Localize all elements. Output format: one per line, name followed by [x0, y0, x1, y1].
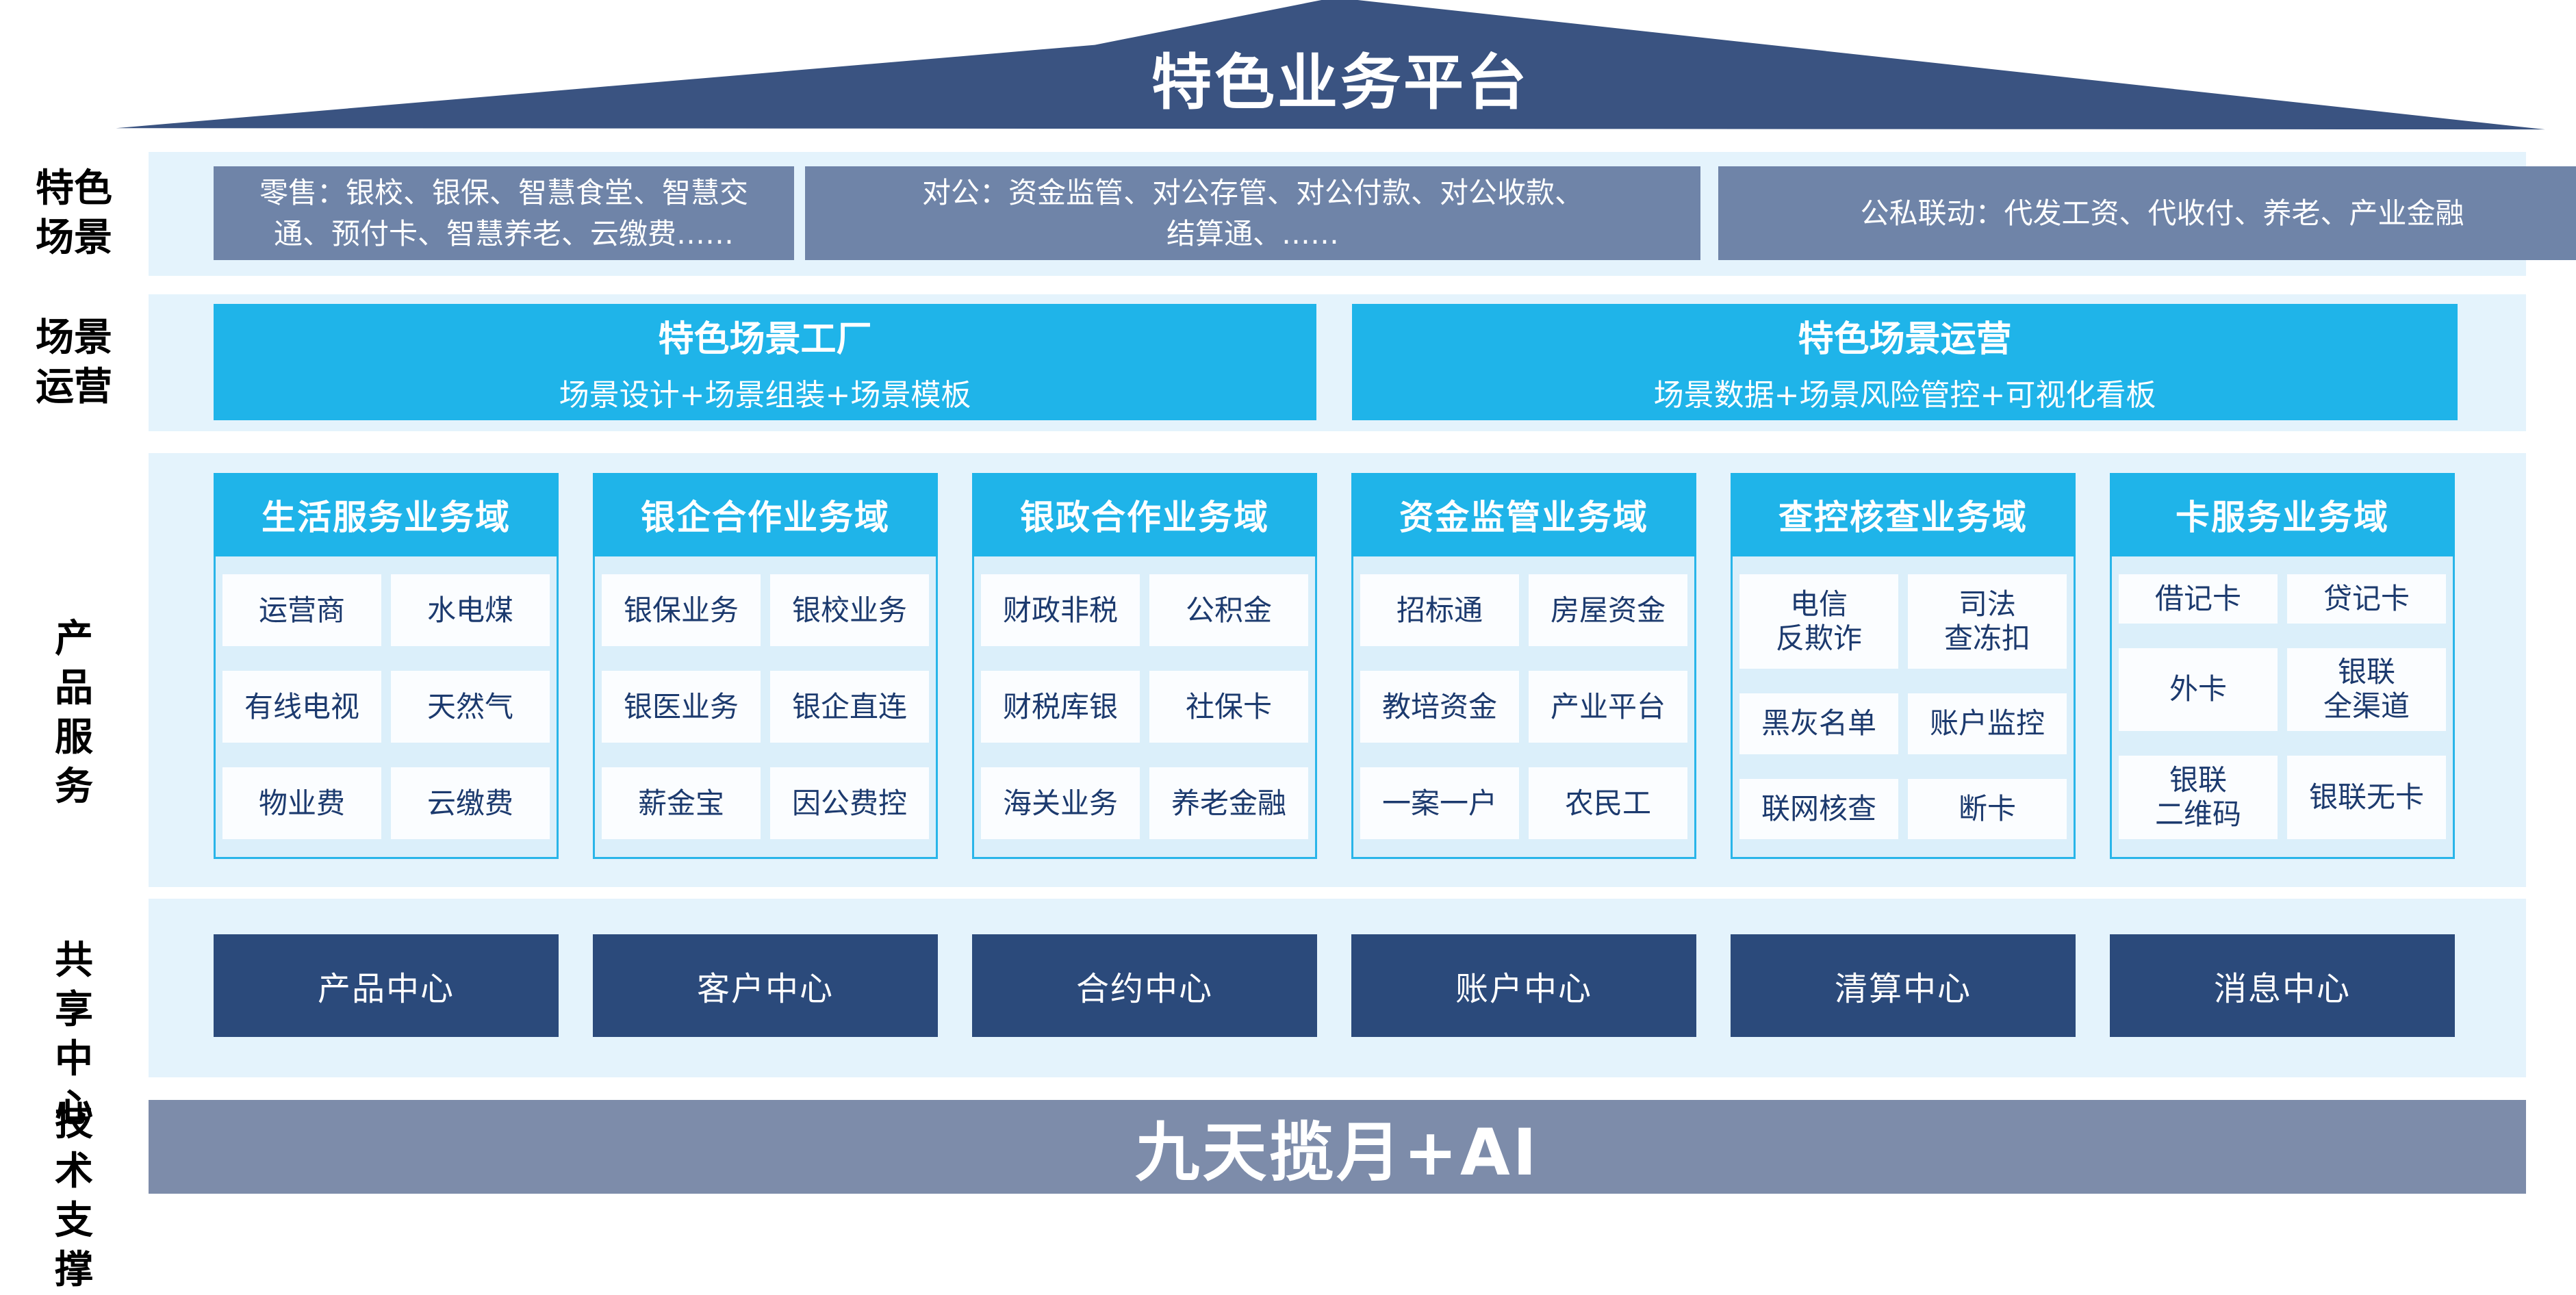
- domain-bank-government: 银政合作业务域 财政非税 公积金 财税库银 社保卡 海关业务 养老金融: [972, 473, 1317, 859]
- product-item: 海关业务: [981, 767, 1140, 839]
- product-item: 银企直连: [770, 671, 929, 743]
- domain-title: 银企合作业务域: [593, 473, 938, 556]
- op-box-title: 特色场景运营: [1798, 319, 2012, 360]
- domain-fund-supervision: 资金监管业务域 招标通 房屋资金 教培资金 产业平台 一案一户 农民工: [1351, 473, 1696, 859]
- center-box-contract: 合约中心: [972, 934, 1317, 1037]
- product-item: 断卡: [1908, 778, 2067, 839]
- scene-box-retail: 零售：银校、银保、智慧食堂、智慧交通、预付卡、智慧养老、云缴费……: [214, 166, 794, 260]
- product-item: 房屋资金: [1529, 574, 1687, 646]
- section-label-scene: 特色 场景: [36, 166, 112, 260]
- product-item: 贷记卡: [2287, 574, 2446, 624]
- product-item: 公积金: [1149, 574, 1308, 646]
- product-item: 薪金宝: [602, 767, 761, 839]
- tech-support-bar: 九天揽月+AI: [149, 1100, 2526, 1194]
- product-item: 银保业务: [602, 574, 761, 646]
- product-item: 账户监控: [1908, 693, 2067, 754]
- product-item: 云缴费: [391, 767, 550, 839]
- domain-card-services: 卡服务业务域 借记卡 贷记卡 外卡 银联 全渠道 银联 二维码 银联无卡: [2110, 473, 2455, 859]
- domain-body: 运营商 水电煤 有线电视 天然气 物业费 云缴费: [214, 556, 559, 859]
- product-item: 养老金融: [1149, 767, 1308, 839]
- product-item: 物业费: [222, 767, 381, 839]
- product-item: 银联 二维码: [2119, 756, 2278, 839]
- product-item: 银联 全渠道: [2287, 648, 2446, 732]
- operation-band: 特色场景工厂 场景设计+场景组装+场景模板 特色场景运营 场景数据+场景风险管控…: [149, 294, 2526, 431]
- product-item: 司法 查冻扣: [1908, 574, 2067, 669]
- product-item: 黑灰名单: [1739, 693, 1898, 754]
- domain-title: 生活服务业务域: [214, 473, 559, 556]
- product-item: 农民工: [1529, 767, 1687, 839]
- product-item: 银校业务: [770, 574, 929, 646]
- product-item: 天然气: [391, 671, 550, 743]
- product-item: 借记卡: [2119, 574, 2278, 624]
- center-box-account: 账户中心: [1351, 934, 1696, 1037]
- product-item: 教培资金: [1360, 671, 1519, 743]
- op-box-subtitle: 场景数据+场景风险管控+可视化看板: [1653, 378, 2156, 413]
- share-band: 产品中心 客户中心 合约中心 账户中心 清算中心 消息中心: [149, 899, 2526, 1077]
- op-box-scene-operation: 特色场景运营 场景数据+场景风险管控+可视化看板: [1352, 304, 2458, 420]
- product-item: 运营商: [222, 574, 381, 646]
- domain-body: 财政非税 公积金 财税库银 社保卡 海关业务 养老金融: [972, 556, 1317, 859]
- domain-title: 卡服务业务域: [2110, 473, 2455, 556]
- product-item: 电信 反欺诈: [1739, 574, 1898, 669]
- product-item: 财税库银: [981, 671, 1140, 743]
- op-box-subtitle: 场景设计+场景组装+场景模板: [559, 378, 971, 413]
- center-box-clearing: 清算中心: [1731, 934, 2076, 1037]
- platform-architecture-diagram: 特色业务平台 特色 场景 场景 运营 产品 服务 共享 中心 技术 支撑 零售：…: [36, 0, 2576, 1292]
- product-item: 银医业务: [602, 671, 761, 743]
- section-label-operation: 场景 运营: [36, 316, 112, 409]
- center-box-product: 产品中心: [214, 934, 559, 1037]
- product-band: 生活服务业务域 运营商 水电煤 有线电视 天然气 物业费 云缴费 银企合作业务域…: [149, 453, 2526, 887]
- op-box-scene-factory: 特色场景工厂 场景设计+场景组装+场景模板: [214, 304, 1316, 420]
- scene-band: 零售：银校、银保、智慧食堂、智慧交通、预付卡、智慧养老、云缴费…… 对公：资金监…: [149, 152, 2576, 276]
- domain-title: 资金监管业务域: [1351, 473, 1696, 556]
- domain-body: 电信 反欺诈 司法 查冻扣 黑灰名单 账户监控 联网核查 断卡: [1731, 556, 2076, 859]
- domain-body: 招标通 房屋资金 教培资金 产业平台 一案一户 农民工: [1351, 556, 1696, 859]
- product-item: 财政非税: [981, 574, 1140, 646]
- section-label-tech: 技术 支撑: [55, 1100, 116, 1292]
- scene-box-public-private: 公私联动：代发工资、代收付、养老、产业金融: [1718, 166, 2576, 260]
- product-item: 因公费控: [770, 767, 929, 839]
- domain-body: 借记卡 贷记卡 外卡 银联 全渠道 银联 二维码 银联无卡: [2110, 556, 2455, 859]
- domain-inspection-verification: 查控核查业务域 电信 反欺诈 司法 查冻扣 黑灰名单 账户监控 联网核查 断卡: [1731, 473, 2076, 859]
- center-box-message: 消息中心: [2110, 934, 2455, 1037]
- section-label-share: 共享 中心: [55, 938, 116, 1131]
- scene-box-corporate: 对公：资金监管、对公存管、对公付款、对公收款、结算通、……: [805, 166, 1700, 260]
- product-item: 一案一户: [1360, 767, 1519, 839]
- product-item: 水电煤: [391, 574, 550, 646]
- domain-bank-enterprise: 银企合作业务域 银保业务 银校业务 银医业务 银企直连 薪金宝 因公费控: [593, 473, 938, 859]
- domain-life-services: 生活服务业务域 运营商 水电煤 有线电视 天然气 物业费 云缴费: [214, 473, 559, 859]
- product-item: 联网核查: [1739, 778, 1898, 839]
- op-box-title: 特色场景工厂: [658, 319, 872, 360]
- product-item: 外卡: [2119, 648, 2278, 732]
- domain-title: 查控核查业务域: [1731, 473, 2076, 556]
- section-label-product: 产品 服务: [55, 617, 116, 809]
- center-box-customer: 客户中心: [593, 934, 938, 1037]
- product-item: 社保卡: [1149, 671, 1308, 743]
- domain-title: 银政合作业务域: [972, 473, 1317, 556]
- page-title: 特色业务平台: [1151, 47, 1530, 118]
- product-item: 产业平台: [1529, 671, 1687, 743]
- domain-body: 银保业务 银校业务 银医业务 银企直连 薪金宝 因公费控: [593, 556, 938, 859]
- tech-support-text: 九天揽月+AI: [1135, 1115, 1540, 1190]
- product-item: 招标通: [1360, 574, 1519, 646]
- product-item: 有线电视: [222, 671, 381, 743]
- product-item: 银联无卡: [2287, 756, 2446, 839]
